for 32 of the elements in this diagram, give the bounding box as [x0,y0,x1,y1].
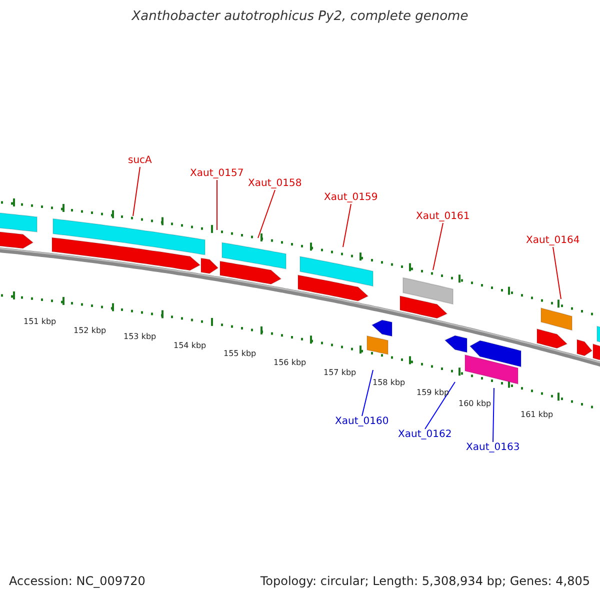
scale-label: 155 kbp [224,348,256,360]
leader-line [258,190,276,238]
scale-label: 152 kbp [74,325,106,337]
leader-line [342,204,352,248]
gene-label: Xaut_0162 [398,429,452,441]
scale-label: 151 kbp [24,316,56,328]
gene-label: Xaut_0158 [248,178,302,190]
gene-label: Xaut_0164 [526,235,580,247]
scale-label: 160 kbp [458,398,492,410]
accession-text: Accession: NC_009720 [9,575,146,587]
gene-label: Xaut_0157 [190,168,244,180]
scale-label: 154 kbp [174,340,206,352]
gene-label: sucA [128,155,152,167]
gene-label: Xaut_0159 [324,192,378,204]
gene-label: Xaut_0160 [335,416,389,428]
gene-label: Xaut_0161 [416,211,470,223]
scale-label: 161 kbp [520,409,554,421]
leader-line [552,246,562,300]
leader-line [132,166,140,216]
scale-label: 159 kbp [416,387,450,399]
leader-line [216,180,218,230]
leader-line [424,382,456,430]
leader-line [362,370,374,416]
scale-label: 157 kbp [324,367,356,379]
genome-stats-text: Topology: circular; Length: 5,308,934 bp; Genes: 4,805 [260,575,590,587]
title: Xanthobacter autotrophicus Py2, complete genome [130,11,470,23]
leader-line [492,388,494,442]
scale-label: 156 kbp [274,357,306,369]
scale-label: 158 kbp [372,377,406,389]
scale-label: 153 kbp [124,331,156,343]
gene-label: Xaut_0163 [466,442,520,454]
leader-line [432,222,444,270]
